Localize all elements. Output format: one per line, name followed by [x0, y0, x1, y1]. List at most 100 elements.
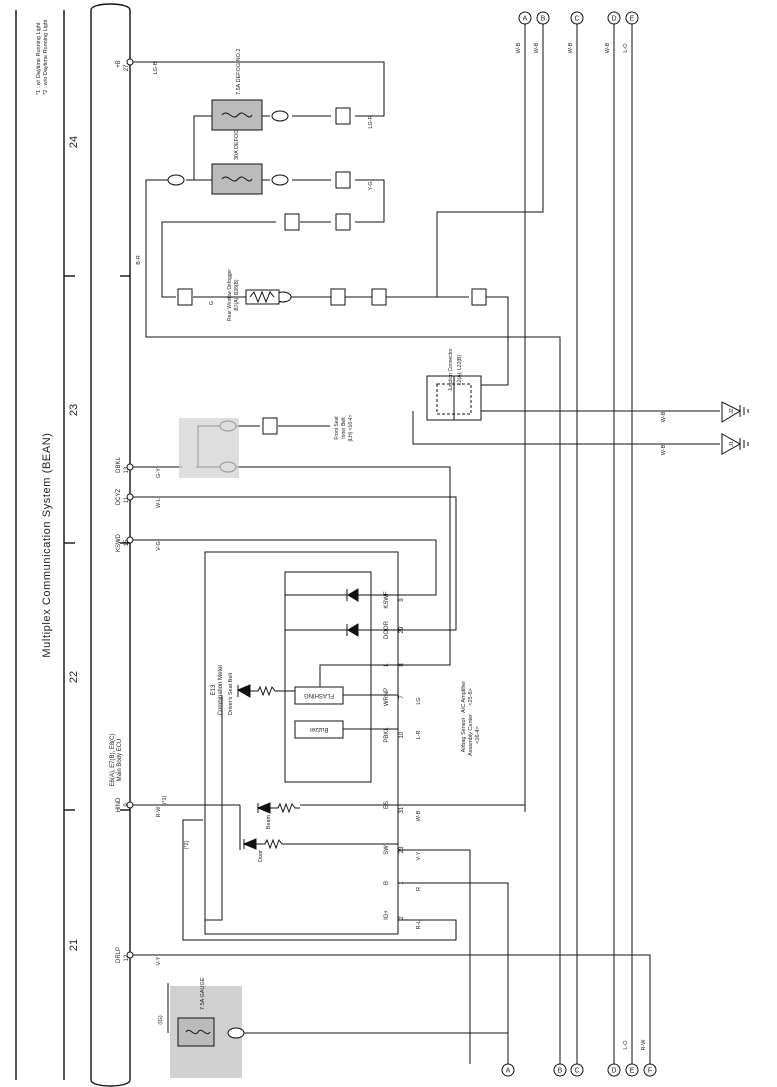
wires	[133, 24, 720, 1064]
note-1: *1 : w/ Daytime Running Light	[36, 22, 42, 95]
meter-pin-kswf-no: 9	[399, 598, 405, 602]
wire-label-w-b-3: W-B	[416, 810, 422, 821]
meter-pin-pbkl: PBKL	[384, 727, 390, 743]
bottom-label-b: B	[558, 1068, 563, 1075]
seatbelt-connector-shade	[179, 418, 239, 478]
bottom-label-f: F	[648, 1068, 652, 1075]
meter-pin-b-no: 1	[399, 881, 405, 885]
left-frame	[15, 3, 131, 1087]
wire-label-r: R	[416, 887, 422, 891]
bottom-label-e: E	[630, 1068, 635, 1075]
wire-label-lg-b: LG-B	[153, 61, 159, 74]
wire-label-y-g: Y-G	[368, 181, 374, 190]
ecu-pin-dcyz-label: DCYZ	[116, 489, 122, 506]
flashing-label: FLASHING	[304, 692, 334, 698]
ecu-pin-hind-label: HIND	[116, 797, 122, 812]
top-wire-label-2: W-B	[534, 42, 540, 53]
meter-diodes	[285, 588, 398, 637]
meter-pin-b: B	[384, 881, 390, 885]
wire-label-w-l: W-L	[156, 498, 162, 508]
ecu-pin-dbkl-no: 13	[124, 466, 130, 473]
rear-defogger-zigzag	[249, 290, 275, 304]
wire-label-l-o: L-O	[623, 1040, 629, 1050]
meter-pin-door-no: 29	[399, 626, 405, 633]
meter-l-line	[319, 664, 398, 687]
wire-label-v-g: V-G	[156, 541, 162, 550]
wire-label-lg-r: LG-R	[368, 115, 374, 128]
meter-pin-sw: SW	[384, 845, 390, 855]
meter-pin-es: ES	[384, 801, 390, 809]
top-wire-label-1: W-B	[516, 42, 522, 53]
bottom-label-c: C	[574, 1068, 579, 1075]
ecu-name: Main Body ECU	[117, 739, 123, 782]
top-label-e: E	[630, 16, 635, 23]
section-number-21: 21	[68, 939, 80, 951]
door-lamp-label: Door	[258, 850, 264, 862]
fuse-gauge: 7.5A GAUGE	[170, 977, 242, 1078]
ground-j2: J2	[729, 408, 735, 414]
meter-code: E13	[211, 684, 217, 695]
note-2: *2 : w/o Daytime Running Light	[43, 19, 49, 95]
meter-pin-pbkl-no: 10	[399, 731, 405, 738]
meter-pin-sw-no: 23	[399, 846, 405, 853]
wire-label-w-b-2: W-B	[661, 444, 667, 455]
top-label-b: B	[541, 16, 546, 23]
wire-label-r-w-2: R-W	[641, 1039, 647, 1051]
top-wire-label-3: W-B	[568, 42, 574, 53]
fuse-defog-label: 30A DEFOG	[234, 129, 240, 160]
front-seat-line1: Front Seat	[334, 416, 340, 440]
dest-ac-line1: A/C Amplifier	[461, 681, 467, 713]
ecu-pin-kswd-no: 15	[124, 539, 130, 546]
top-label-c: C	[574, 16, 579, 23]
wire-label-r-w: R-W	[156, 806, 162, 818]
top-wire-labels: W-B W-B W-B W-B L-O	[516, 42, 629, 53]
dest-airbag-line2: Assembly Center	[468, 714, 474, 756]
section-number-24: 24	[68, 136, 80, 148]
meter-pin-kswf: KSWF	[384, 591, 390, 609]
fuse-defog-no2: 7.5A DEFOG NO.2	[211, 49, 263, 131]
combination-meter-box	[204, 551, 399, 935]
ground-j1: J1	[729, 441, 735, 447]
dest-ac-line2: <25-6>	[468, 688, 474, 705]
meter-inner-box	[284, 571, 372, 783]
wire-color-labels: LG-B LG-R Y-G B-R W-B G-Y W-L V-G L-R R-…	[136, 61, 667, 1050]
seatbelt-lamp-label: Driver's Seat Belt	[228, 672, 234, 715]
top-labels: A B C D E	[518, 11, 639, 25]
ecu-pin-plus-b-no: 27	[124, 64, 130, 71]
top-wire-label-5: L-O	[623, 43, 629, 53]
ecu-pin-drlp-label: DRLP	[116, 947, 122, 963]
junction-connector-code: L2(A), L22(B)	[457, 355, 463, 385]
ig-mark: (IG)	[158, 1015, 164, 1025]
meter-lamps	[236, 684, 398, 850]
meter-name: Combination Meter	[218, 665, 224, 716]
front-seat-line3: (LH) <16-4>	[348, 414, 354, 441]
bottom-labels: A B C D E F	[501, 1063, 657, 1077]
wire-label-v-y-2: V-Y	[156, 956, 162, 965]
meter-pin-wrnp: WRNP	[384, 688, 390, 706]
top-label-a: A	[523, 16, 528, 23]
wire-label-w-b: W-B	[661, 411, 667, 422]
buzzer-label: Buzzer	[310, 726, 329, 732]
wire-label-l-r: L-R	[416, 731, 422, 740]
fuse-gauge-label: 7.5A GAUGE	[200, 977, 206, 1010]
bottom-label-d: D	[611, 1068, 616, 1075]
bottom-label-a: A	[506, 1068, 511, 1075]
meter-pin-es-no: 31	[399, 806, 405, 813]
front-seat-line2: Inner Belt	[341, 417, 347, 439]
section-number-22: 22	[68, 671, 80, 683]
wire-label-v-y: V-Y	[416, 851, 422, 860]
ground-symbols	[721, 401, 749, 455]
fuse-defog-no2-label: 7.5A DEFOG NO.2	[236, 49, 242, 95]
wire-label-r-l: R-L	[416, 921, 422, 930]
meter-pin-wrnp-no: 7	[399, 695, 405, 699]
ecu-pin-plus-b-label: +B	[116, 60, 122, 68]
beam-lamp-label: Beam	[266, 814, 272, 829]
wire-label-g-y: G-Y	[156, 468, 162, 478]
wire-label-b-r: B-R	[136, 255, 142, 265]
top-label-d: D	[611, 16, 616, 23]
ecu-code: E6(A), E7(B), E8(C)	[110, 733, 116, 786]
meter-pin-ig-no: 2	[399, 916, 405, 920]
ecu-pin-drlp-no: 12	[124, 954, 130, 961]
meter-pin-ig: IG+	[384, 910, 390, 920]
